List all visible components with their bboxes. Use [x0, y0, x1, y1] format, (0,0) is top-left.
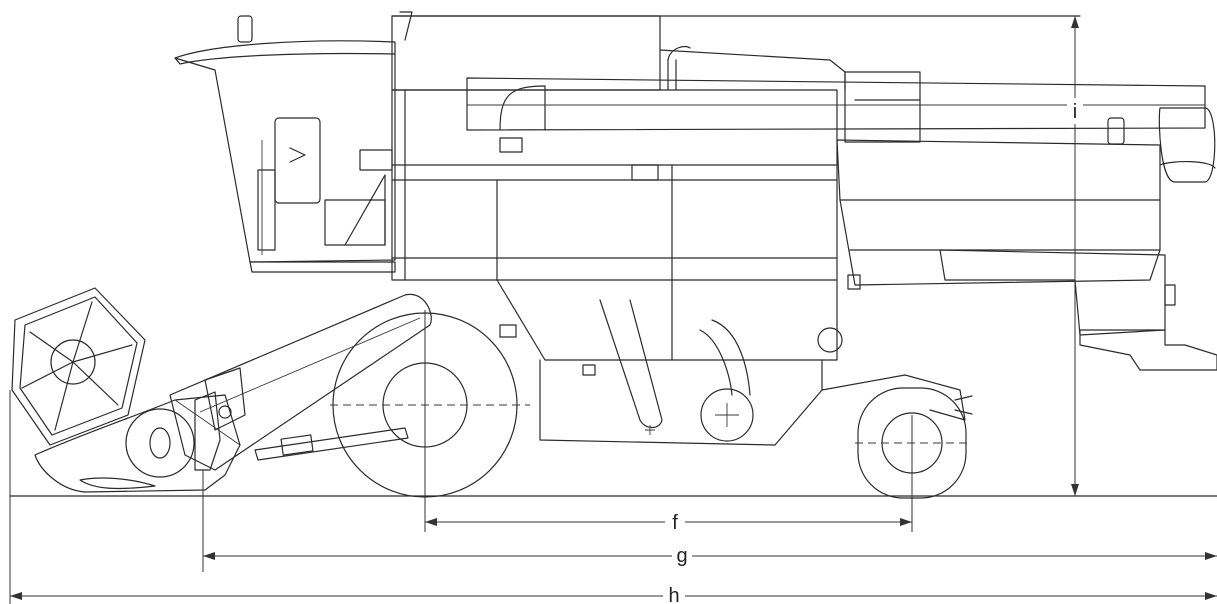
- feeder-house: [169, 293, 432, 471]
- auger-spout: [1158, 107, 1216, 183]
- header-cutterbar: [79, 477, 156, 490]
- front-drive-wheel: [330, 312, 530, 498]
- rear-steer-wheel: [855, 387, 972, 499]
- dimension-label-g: g: [676, 545, 687, 567]
- main-body: [391, 11, 1217, 446]
- small-hatch: [499, 137, 523, 153]
- header-reel: [11, 287, 146, 446]
- dimension-f: f: [425, 508, 912, 534]
- header: [34, 367, 246, 493]
- unloading-auger: [466, 77, 1206, 131]
- cab-beacon-light: [237, 15, 253, 43]
- antenna: [399, 11, 413, 41]
- cab: [174, 15, 396, 273]
- dimension-i: i: [1067, 16, 1083, 496]
- straw-chopper: [1079, 329, 1217, 371]
- dimension-g: g: [203, 542, 1217, 570]
- dimension-label-h: h: [668, 585, 679, 604]
- pulley: [700, 388, 754, 442]
- hydraulic-cylinder: [254, 427, 409, 461]
- dimension-label-f: f: [672, 512, 678, 534]
- dimension-h: h: [10, 582, 1217, 604]
- dimension-label-i: i: [1073, 101, 1077, 123]
- rear-beacon-light: [1107, 117, 1125, 145]
